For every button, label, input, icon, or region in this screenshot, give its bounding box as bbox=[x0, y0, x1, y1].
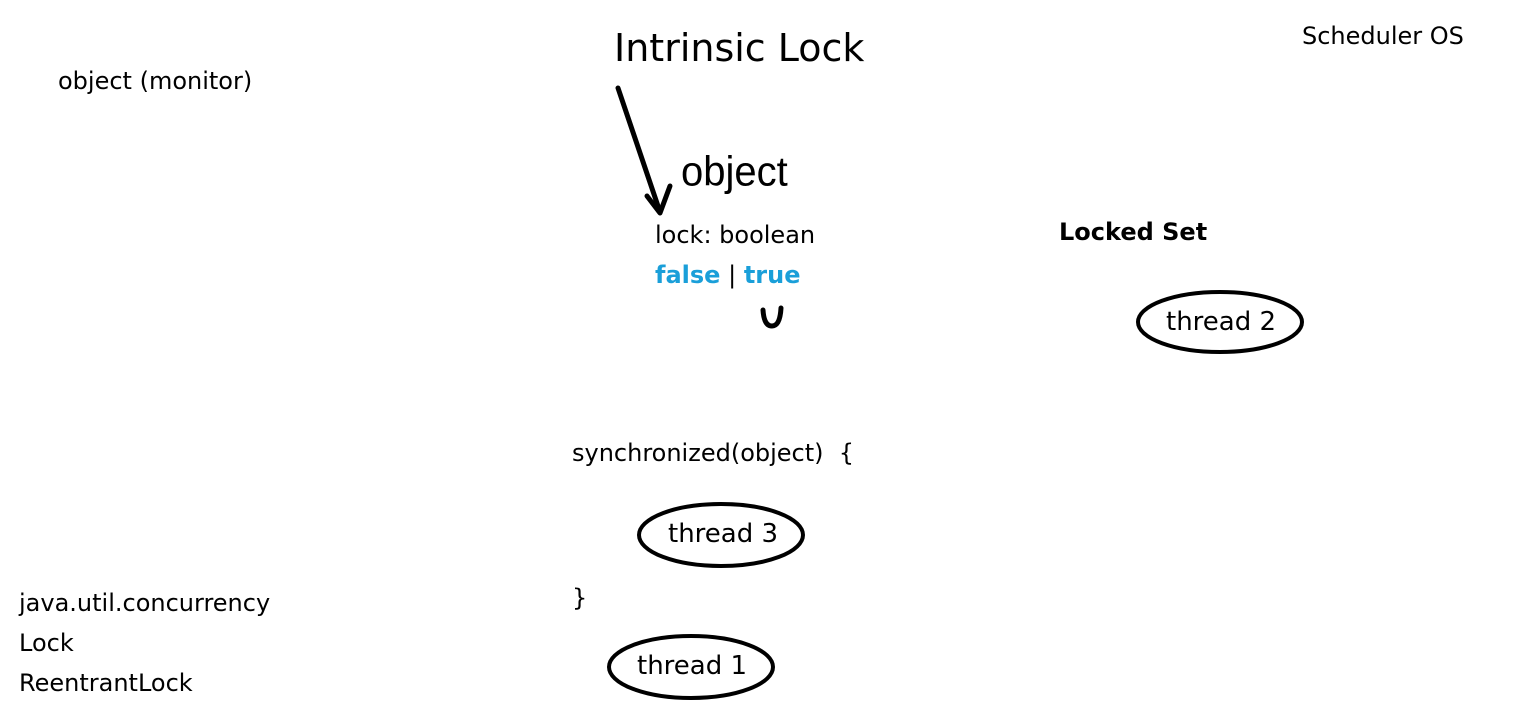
scheduler-label: Scheduler OS bbox=[1302, 22, 1464, 50]
thread-3-label: thread 3 bbox=[668, 519, 779, 549]
locked-set-label: Locked Set bbox=[1059, 218, 1208, 246]
concurrency-note-package: java.util.concurrency bbox=[19, 589, 271, 617]
check-mark bbox=[760, 305, 784, 329]
monitor-label: object (monitor) bbox=[58, 67, 253, 95]
thread-1-label: thread 1 bbox=[637, 651, 748, 681]
concurrency-note-lock: Lock bbox=[19, 629, 74, 657]
diagram-title: Intrinsic Lock bbox=[614, 26, 865, 70]
lock-value-separator: | bbox=[728, 261, 737, 289]
sync-block-close: } bbox=[572, 584, 588, 612]
lock-field: lock: boolean bbox=[655, 221, 816, 249]
lock-value-true: true bbox=[743, 261, 801, 289]
pointer-arrow bbox=[615, 85, 663, 215]
thread-2-label: thread 2 bbox=[1166, 307, 1277, 337]
sync-block-open: synchronized(object) { bbox=[572, 439, 855, 467]
pointer-arrowhead bbox=[644, 183, 673, 216]
lock-value-false: false bbox=[655, 261, 721, 289]
concurrency-note-reentrantlock: ReentrantLock bbox=[19, 669, 193, 697]
lock-values: false | true bbox=[655, 263, 800, 287]
object-heading: object bbox=[681, 148, 788, 196]
